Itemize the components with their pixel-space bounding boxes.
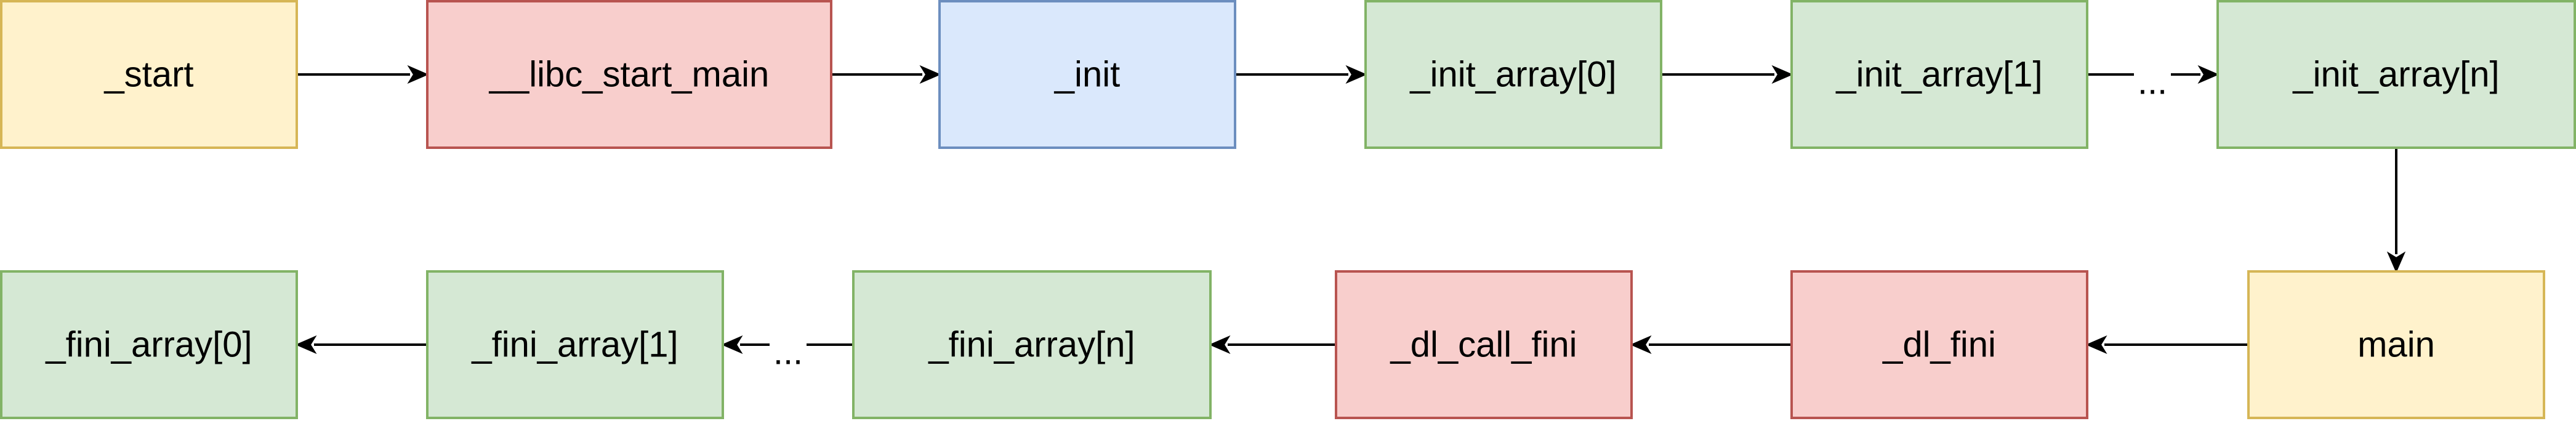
node-box <box>1790 270 2088 419</box>
node-label: _init_array[0] <box>1409 55 1616 95</box>
arrowhead-icon <box>919 65 941 84</box>
edge-libc-start-main-to-init <box>831 65 941 84</box>
arrowhead-icon <box>2197 65 2220 84</box>
node-box <box>0 0 298 149</box>
node-box <box>852 270 1212 419</box>
node-fini-array-0: _fini_array[0] <box>0 270 298 419</box>
arrowhead-icon <box>295 335 317 355</box>
node-label: main <box>2357 325 2435 365</box>
arrowhead-icon <box>407 65 429 84</box>
node-box <box>938 0 1236 149</box>
node-box <box>1364 0 1662 149</box>
edge-dl-fini-to-dl-call-fini <box>1630 335 1792 355</box>
node-label: _init_array[n] <box>2292 55 2499 95</box>
node-box <box>426 270 724 419</box>
arrowhead-icon <box>1345 65 1367 84</box>
edge-label-ellipsis: ... <box>773 332 803 372</box>
node-init: _init <box>938 0 1236 149</box>
edge-init-array-n-to-main <box>2386 148 2406 273</box>
arrowhead-icon <box>2085 335 2107 355</box>
arrowhead-icon <box>2386 251 2406 273</box>
edge-fini-array-1-to-fini-array-0 <box>295 335 427 355</box>
edge-init-array-0-to-init-array-1 <box>1661 65 1793 84</box>
node-box <box>1790 0 2088 149</box>
node-main: main <box>2247 270 2545 419</box>
edges: ...... <box>295 62 2406 372</box>
edge-label-background <box>2134 68 2171 93</box>
edge-label-background <box>770 339 807 363</box>
node-label: _start <box>103 55 193 95</box>
node-label: __libc_start_main <box>489 55 770 95</box>
node-box <box>0 270 298 419</box>
arrowhead-icon <box>1630 335 1652 355</box>
node-box <box>1335 270 1633 419</box>
node-label: _init <box>1054 55 1120 95</box>
node-label: _dl_fini <box>1882 325 1996 365</box>
arrowhead-icon <box>721 335 743 355</box>
edge-fini-array-n-to-fini-array-1: ... <box>721 332 853 372</box>
node-fini-array-n: _fini_array[n] <box>852 270 1212 419</box>
node-label: _dl_call_fini <box>1390 325 1577 365</box>
edge-label-ellipsis: ... <box>2138 62 2167 102</box>
edge-init-array-1-to-init-array-n: ... <box>2087 62 2220 102</box>
node-init-array-n: _init_array[n] <box>2216 0 2576 149</box>
node-box <box>2216 0 2576 149</box>
node-label: _init_array[1] <box>1835 55 2042 95</box>
node-dl-call-fini: _dl_call_fini <box>1335 270 1633 419</box>
node-label: _fini_array[1] <box>471 325 678 365</box>
arrowhead-icon <box>1771 65 1793 84</box>
node-label: _fini_array[n] <box>928 325 1135 365</box>
node-box <box>426 0 832 149</box>
node-init-array-1: _init_array[1] <box>1790 0 2088 149</box>
edge-start-to-libc-start-main <box>297 65 429 84</box>
node-start: _start <box>0 0 298 149</box>
node-label: _fini_array[0] <box>45 325 252 365</box>
edge-main-to-dl-fini <box>2085 335 2248 355</box>
node-dl-fini: _dl_fini <box>1790 270 2088 419</box>
node-fini-array-1: _fini_array[1] <box>426 270 724 419</box>
edge-dl-call-fini-to-fini-array-n <box>1209 335 1336 355</box>
node-libc-start-main: __libc_start_main <box>426 0 832 149</box>
node-init-array-0: _init_array[0] <box>1364 0 1662 149</box>
edge-init-to-init-array-0 <box>1235 65 1367 84</box>
arrowhead-icon <box>1209 335 1231 355</box>
node-box <box>2247 270 2545 419</box>
